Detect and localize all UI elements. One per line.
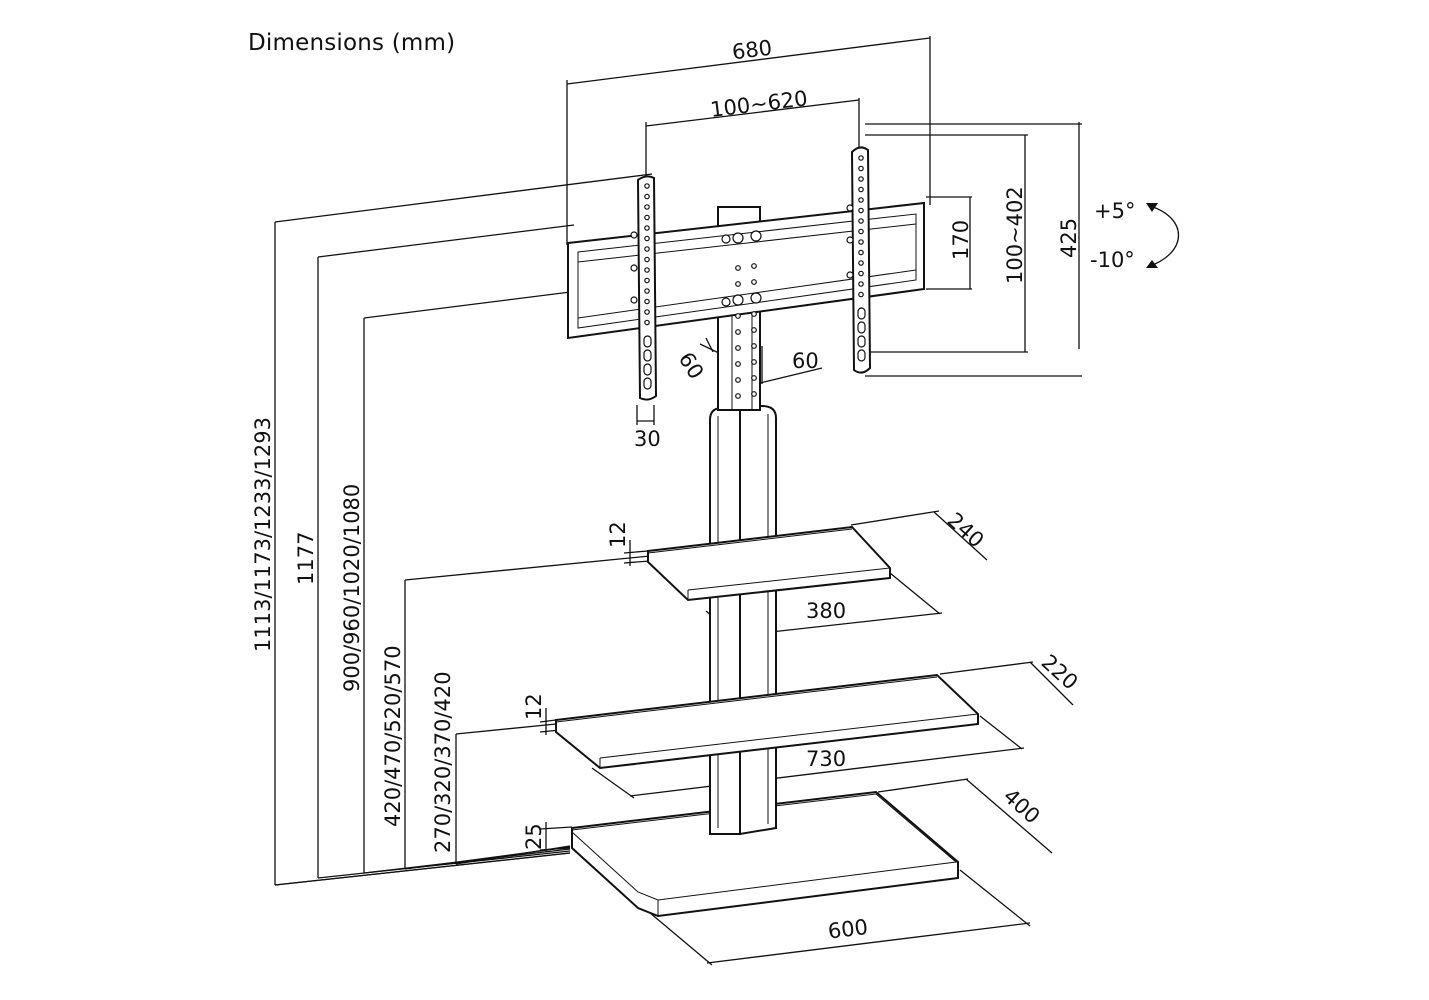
arm-hole <box>644 204 650 210</box>
base-plate <box>571 790 959 918</box>
arm-hole <box>858 291 864 298</box>
label-vesa-vertical: 100~402 <box>1003 186 1027 284</box>
label-hole-pitch-a: 60 <box>674 348 709 383</box>
arm-hole <box>644 214 650 221</box>
rail-bolt <box>732 232 744 244</box>
post-hole <box>735 281 741 287</box>
arm-hole <box>644 277 650 284</box>
arm-hole <box>858 260 864 266</box>
arm-hole <box>644 235 650 242</box>
post-hole <box>751 263 757 269</box>
rail-bolt <box>721 297 731 307</box>
arm-hole <box>858 218 864 224</box>
middle-shelf <box>555 673 979 770</box>
rail-screw <box>630 231 638 239</box>
label-mount-width: 680 <box>731 36 774 65</box>
arm-hole <box>858 270 864 277</box>
post-hole <box>735 345 741 351</box>
rail-bolt <box>750 230 762 242</box>
arm-hole <box>858 165 864 172</box>
arm-hole <box>858 249 864 256</box>
label-column-height: 1177 <box>294 532 318 585</box>
arm-slot <box>643 377 652 390</box>
label-vesa-horizontal: 100~620 <box>709 86 809 122</box>
arm-slot <box>643 349 652 362</box>
arm-slot <box>857 307 866 320</box>
arm-hole <box>858 207 864 214</box>
label-base-width: 600 <box>827 915 870 944</box>
arm-hole <box>858 155 864 161</box>
rail-bolt <box>732 294 744 306</box>
post-hole <box>735 377 741 383</box>
post-hole <box>735 393 741 399</box>
rail-bolt <box>721 234 731 244</box>
label-top-shelf-depth: 240 <box>943 508 989 553</box>
post-hole <box>751 327 757 333</box>
label-tilt-down: -10° <box>1090 248 1135 272</box>
arm-hole <box>644 309 650 315</box>
post-hole <box>751 311 757 317</box>
post-hole <box>751 279 757 285</box>
dimension-lines <box>274 36 1179 966</box>
post-hole <box>735 361 741 367</box>
rail-screw <box>630 296 638 304</box>
arm-hole <box>644 225 650 231</box>
label-mount-center-height: 900/960/1020/1080 <box>340 484 364 692</box>
arm-hole <box>644 288 650 294</box>
arm-slot <box>857 321 866 334</box>
label-bracket-height: 425 <box>1057 218 1081 258</box>
arm-slot <box>857 349 866 362</box>
diagram-title: Dimensions (mm) <box>248 30 456 56</box>
column <box>709 404 777 836</box>
arm-hole <box>644 267 650 273</box>
arm-hole <box>644 183 650 189</box>
arm-hole <box>858 186 864 193</box>
arm-slot <box>857 335 866 348</box>
label-base-depth: 400 <box>999 784 1045 829</box>
arm-hole <box>858 197 864 203</box>
arm-slot <box>643 363 652 376</box>
arm-hole <box>644 193 650 200</box>
label-rail-height: 170 <box>949 220 973 260</box>
post-hole <box>751 391 757 397</box>
rail-screw <box>630 264 638 272</box>
label-tilt-up: +5° <box>1094 199 1135 223</box>
rail-screw <box>846 204 854 212</box>
label-top-shelf-width: 380 <box>806 599 846 623</box>
post-hole <box>735 329 741 335</box>
label-middle-shelf-width: 730 <box>806 747 846 771</box>
post-hole <box>735 265 741 271</box>
rail-screw <box>846 271 854 279</box>
post-hole <box>751 375 757 381</box>
label-top-shelf-thickness: 12 <box>606 521 630 548</box>
label-middle-shelf-height: 270/320/370/420 <box>431 671 455 853</box>
rail-bolt <box>750 292 762 304</box>
label-arm-width: 30 <box>634 427 661 451</box>
arm-hole <box>858 228 864 235</box>
arm-slot <box>643 335 652 348</box>
arm-hole <box>644 319 650 326</box>
label-middle-shelf-thickness: 12 <box>522 693 546 720</box>
arm-hole <box>858 176 864 182</box>
arm-hole <box>858 281 864 287</box>
arm-hole <box>644 298 650 305</box>
label-base-thickness: 25 <box>522 823 546 850</box>
arm-hole <box>644 246 650 252</box>
top-shelf <box>647 525 891 602</box>
label-total-height: 1113/1173/1233/1293 <box>251 417 275 652</box>
label-top-shelf-height: 420/470/520/570 <box>381 645 405 827</box>
dimension-labels: 680 100~620 170 100~402 425 +5° -10° 60 … <box>251 36 1135 944</box>
post-hole <box>735 313 741 319</box>
post-hole <box>751 359 757 365</box>
arm-hole <box>858 239 864 245</box>
label-middle-shelf-depth: 220 <box>1037 650 1083 695</box>
label-hole-pitch-b: 60 <box>792 349 819 373</box>
post-hole <box>751 343 757 349</box>
rail-screw <box>846 236 854 244</box>
arm-hole <box>644 256 650 263</box>
mount-holes <box>630 155 866 399</box>
